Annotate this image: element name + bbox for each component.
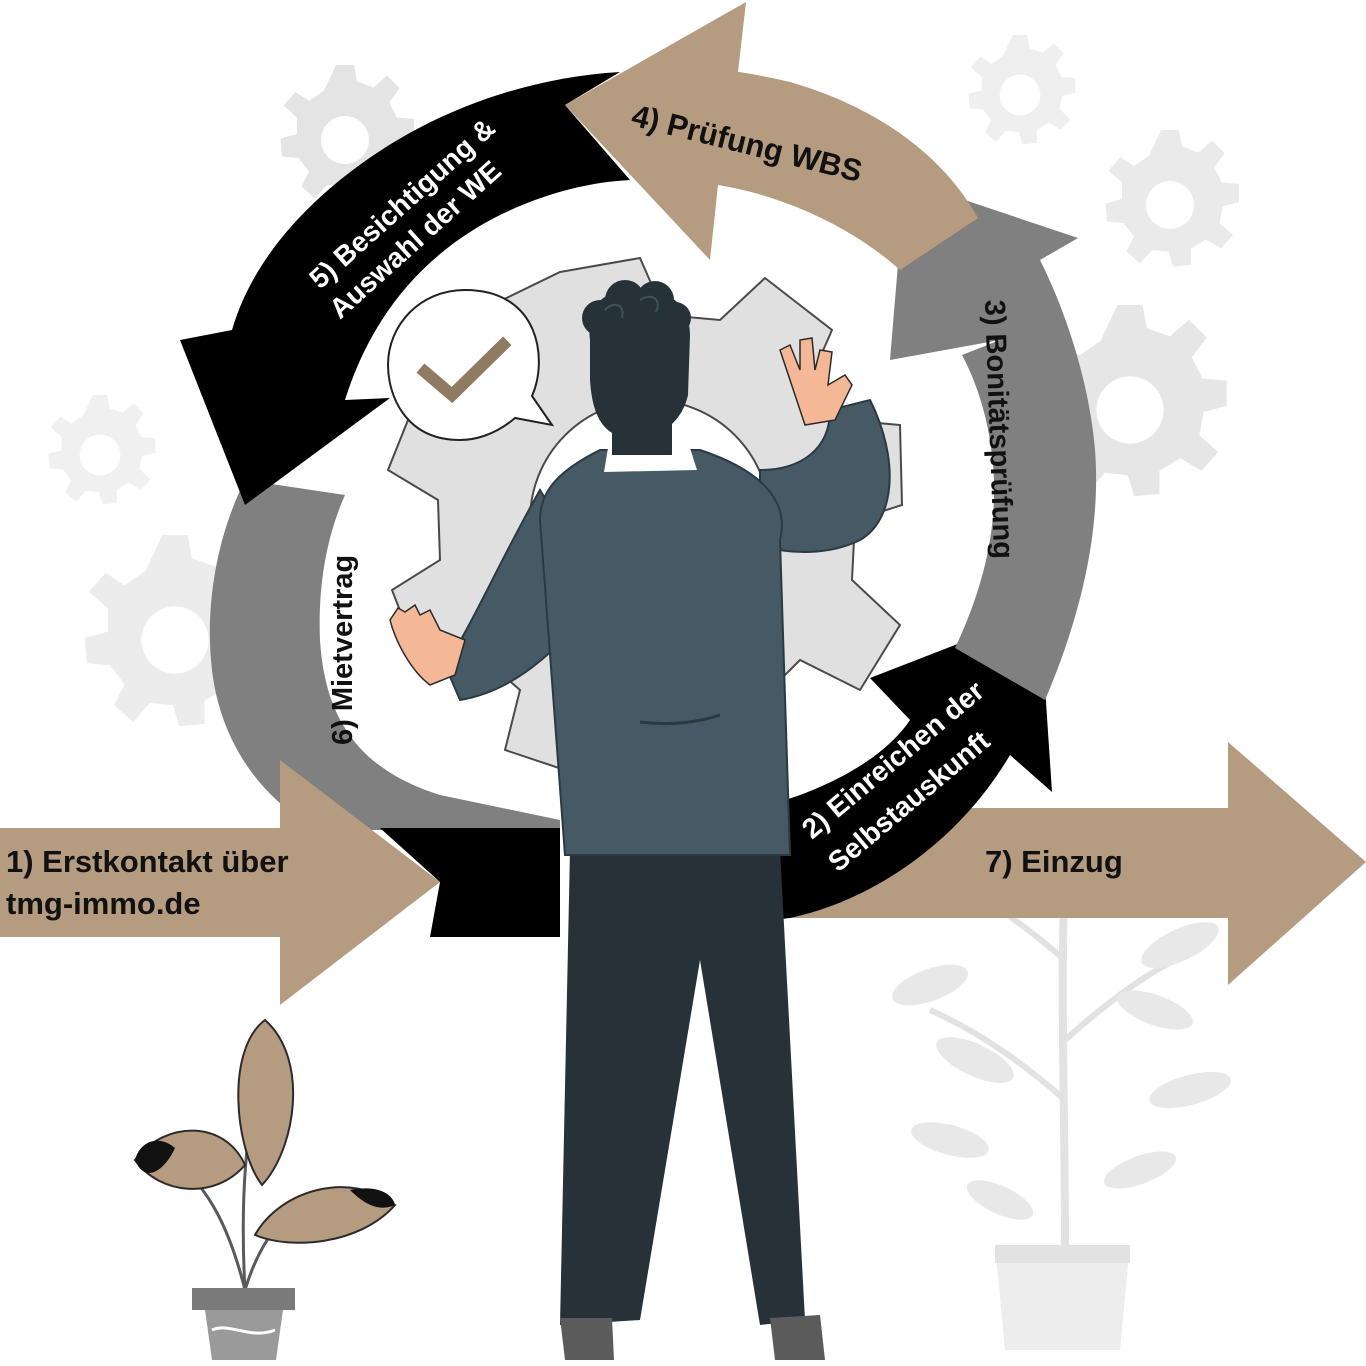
step-7-label: 7) Einzug (985, 844, 1123, 879)
gear-icon (280, 65, 414, 202)
step-1-label-2: tmg-immo.de (6, 886, 201, 921)
gear-icon (1039, 305, 1227, 497)
arrow-step-2 (380, 612, 1052, 937)
gear-icon (84, 535, 272, 727)
checkmark-icon (416, 336, 512, 404)
plant-icon (892, 869, 1231, 1350)
arrow-step-5 (180, 72, 630, 505)
arrow-step-6 (209, 480, 561, 830)
arrow-step-7 (790, 742, 1366, 985)
gear-icon (1105, 130, 1239, 267)
gear-icon (968, 34, 1076, 145)
background-gears (48, 34, 1239, 727)
arrow-step-3 (890, 180, 1097, 700)
plant-icon (133, 1018, 397, 1360)
gear-icon (48, 395, 156, 505)
step-6-label: 6) Mietvertrag (327, 555, 359, 745)
speech-bubble-icon (386, 288, 555, 442)
arrow-step-1 (0, 760, 440, 1005)
man-figure (389, 280, 891, 1360)
step-1-label: 1) Erstkontakt über (6, 844, 289, 879)
arrow-step-4 (565, 2, 978, 270)
